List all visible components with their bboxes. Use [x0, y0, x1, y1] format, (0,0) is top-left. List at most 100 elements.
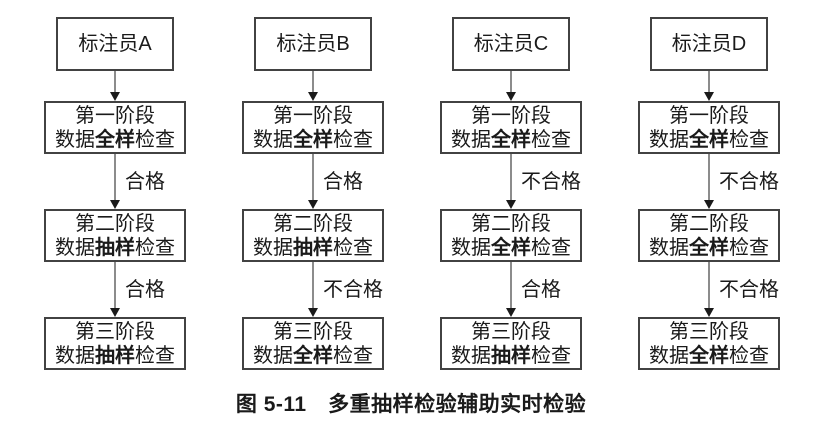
stage-2-box: 第二阶段 数据抽样检查 — [242, 209, 384, 262]
arrow-shaft — [510, 71, 512, 94]
stage-detail: 数据全样检查 — [451, 236, 571, 260]
arrow-shaft — [312, 154, 314, 202]
stage-title: 第二阶段 — [75, 212, 155, 235]
stage-3-box: 第三阶段 数据抽样检查 — [44, 317, 186, 370]
stage-1-box: 第一阶段 数据全样检查 — [440, 101, 582, 154]
stage-detail-suffix: 检查 — [531, 344, 571, 367]
arrow-shaft — [114, 154, 116, 202]
stage-title: 第一阶段 — [273, 104, 353, 127]
stage-detail-mode: 全样 — [689, 236, 729, 259]
flow-arrow: 不合格 — [638, 154, 780, 209]
stage-detail: 数据全样检查 — [649, 344, 769, 368]
stage-3-box: 第三阶段 数据全样检查 — [242, 317, 384, 370]
arrow-shaft — [510, 154, 512, 202]
flow-arrow: 不合格 — [638, 262, 780, 317]
flow-arrow: 合格 — [44, 154, 186, 209]
flow-arrow: 合格 — [242, 154, 384, 209]
arrow-shaft — [708, 71, 710, 94]
stage-detail-prefix: 数据 — [55, 128, 95, 151]
stage-detail-mode: 抽样 — [293, 236, 333, 259]
stage-1-box: 第一阶段 数据全样检查 — [242, 101, 384, 154]
stage-title: 第三阶段 — [273, 320, 353, 343]
stage-detail-prefix: 数据 — [649, 128, 689, 151]
arrow-down-icon — [704, 308, 714, 317]
stage-detail: 数据全样检查 — [55, 128, 175, 152]
arrow-shaft — [510, 262, 512, 310]
stage-title: 第三阶段 — [669, 320, 749, 343]
stage-detail-prefix: 数据 — [649, 236, 689, 259]
annotator-a-box: 标注员A — [56, 17, 174, 71]
edge-label: 合格 — [323, 170, 363, 193]
edge-label: 合格 — [521, 278, 561, 301]
stage-detail-suffix: 检查 — [729, 128, 769, 151]
stage-detail-prefix: 数据 — [649, 344, 689, 367]
stage-detail-mode: 全样 — [95, 128, 135, 151]
stage-detail: 数据全样检查 — [649, 128, 769, 152]
stage-detail-mode: 全样 — [689, 344, 729, 367]
arrow-down-icon — [506, 308, 516, 317]
annotator-c-box: 标注员C — [452, 17, 570, 71]
arrow-shaft — [312, 71, 314, 94]
stage-detail-prefix: 数据 — [253, 128, 293, 151]
stage-detail-prefix: 数据 — [451, 236, 491, 259]
flow-column-annotator-d: 标注员D 第一阶段 数据全样检查 不合格 第二阶段 数据全样检查 不合格 第三阶… — [638, 17, 780, 370]
stage-detail-suffix: 检查 — [135, 236, 175, 259]
annotator-b-box: 标注员B — [254, 17, 372, 71]
flow-arrow — [440, 71, 582, 101]
flow-arrow: 合格 — [440, 262, 582, 317]
stage-detail-suffix: 检查 — [333, 236, 373, 259]
arrow-down-icon — [704, 92, 714, 101]
figure-caption: 图 5-11 多重抽样检验辅助实时检验 — [235, 393, 587, 416]
stage-detail-mode: 全样 — [293, 128, 333, 151]
stage-detail-mode: 全样 — [293, 344, 333, 367]
edge-label: 不合格 — [521, 170, 581, 193]
stage-title: 第三阶段 — [471, 320, 551, 343]
edge-label: 不合格 — [323, 278, 383, 301]
arrow-down-icon — [308, 92, 318, 101]
edge-label: 不合格 — [719, 170, 779, 193]
stage-detail-prefix: 数据 — [253, 236, 293, 259]
stage-detail: 数据全样检查 — [253, 128, 373, 152]
stage-detail-mode: 全样 — [491, 236, 531, 259]
arrow-down-icon — [110, 92, 120, 101]
stage-2-box: 第二阶段 数据全样检查 — [638, 209, 780, 262]
arrow-shaft — [114, 262, 116, 310]
stage-title: 第二阶段 — [273, 212, 353, 235]
stage-detail-prefix: 数据 — [451, 128, 491, 151]
stage-detail: 数据抽样检查 — [55, 344, 175, 368]
edge-label: 不合格 — [719, 278, 779, 301]
stage-detail-suffix: 检查 — [333, 344, 373, 367]
arrow-shaft — [114, 71, 116, 94]
stage-title: 第一阶段 — [669, 104, 749, 127]
stage-detail-suffix: 检查 — [729, 344, 769, 367]
stage-detail: 数据全样检查 — [649, 236, 769, 260]
stage-detail-suffix: 检查 — [729, 236, 769, 259]
annotator-d-label: 标注员D — [671, 33, 747, 55]
stage-detail-suffix: 检查 — [333, 128, 373, 151]
stage-detail-suffix: 检查 — [531, 236, 571, 259]
stage-detail-prefix: 数据 — [451, 344, 491, 367]
flow-arrow — [242, 71, 384, 101]
stage-title: 第一阶段 — [75, 104, 155, 127]
edge-label: 合格 — [125, 278, 165, 301]
flow-arrow: 合格 — [44, 262, 186, 317]
arrow-down-icon — [506, 200, 516, 209]
arrow-down-icon — [308, 200, 318, 209]
stage-detail: 数据抽样检查 — [451, 344, 571, 368]
flow-arrow: 不合格 — [440, 154, 582, 209]
flow-arrow — [44, 71, 186, 101]
flow-arrow: 不合格 — [242, 262, 384, 317]
stage-detail: 数据全样检查 — [253, 344, 373, 368]
arrow-down-icon — [308, 308, 318, 317]
stage-title: 第二阶段 — [669, 212, 749, 235]
arrow-down-icon — [506, 92, 516, 101]
stage-3-box: 第三阶段 数据全样检查 — [638, 317, 780, 370]
stage-detail-suffix: 检查 — [135, 128, 175, 151]
stage-title: 第二阶段 — [471, 212, 551, 235]
stage-detail: 数据抽样检查 — [55, 236, 175, 260]
stage-detail-prefix: 数据 — [253, 344, 293, 367]
stage-detail: 数据抽样检查 — [253, 236, 373, 260]
stage-2-box: 第二阶段 数据全样检查 — [440, 209, 582, 262]
stage-3-box: 第三阶段 数据抽样检查 — [440, 317, 582, 370]
